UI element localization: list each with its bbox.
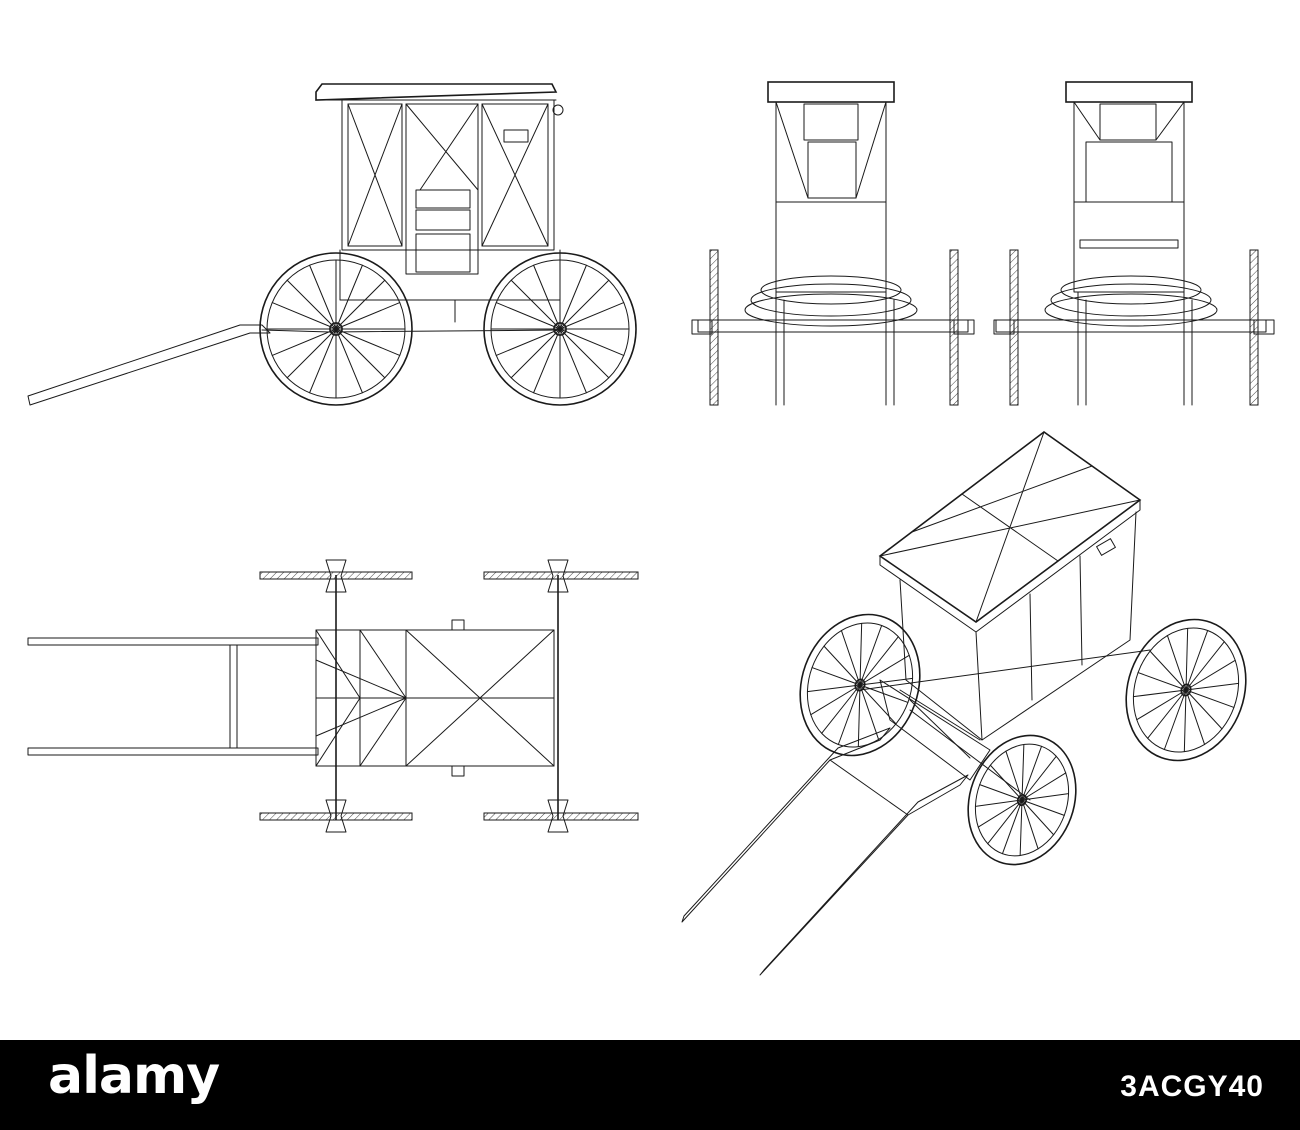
iso-wheel-left	[799, 613, 921, 757]
side-view	[27, 83, 637, 406]
brand-logo: alamy	[48, 1046, 220, 1106]
top-view	[27, 559, 639, 833]
image-id-label: 3ACGY40	[1120, 1070, 1264, 1103]
front-wheel	[259, 252, 413, 406]
iso-wheel-front	[967, 734, 1077, 866]
rear-view	[993, 81, 1275, 406]
iso-wheel-right	[1125, 618, 1247, 762]
footer-bar: alamy 3ACGY40	[0, 1040, 1300, 1130]
rear-wheel	[483, 252, 637, 406]
front-view	[691, 81, 975, 406]
drawing-canvas	[27, 81, 1275, 976]
isometric-view	[681, 431, 1247, 976]
